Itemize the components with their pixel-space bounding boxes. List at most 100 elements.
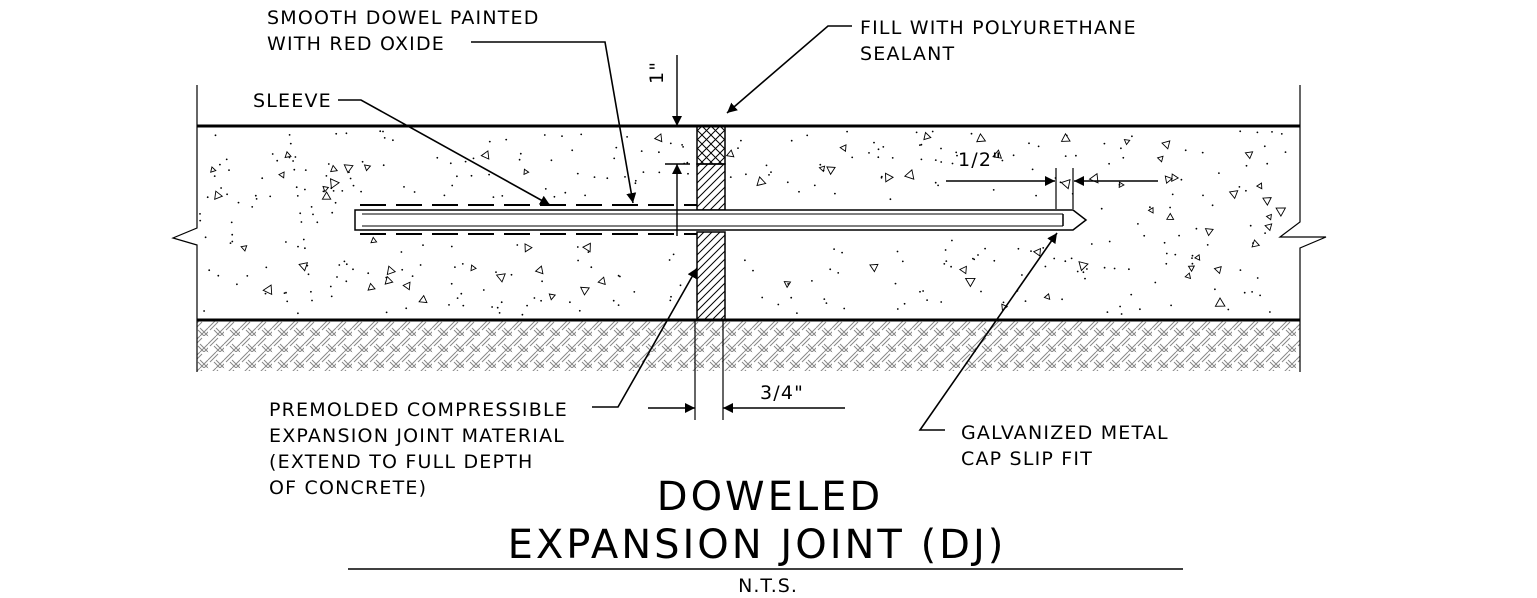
aggregate-dot — [903, 302, 906, 305]
aggregate-dot — [1256, 277, 1259, 279]
aggregate-stone — [495, 273, 506, 283]
aggregate-dot — [777, 303, 780, 306]
premolded-label-line4: OF CONCRETE) — [269, 477, 427, 499]
aggregate-dot — [220, 187, 223, 189]
aggregate-dot — [1259, 294, 1261, 297]
aggregate-dot — [338, 264, 341, 266]
aggregate-dot — [940, 161, 943, 163]
aggregate-dot — [634, 179, 637, 182]
aggregate-dot — [642, 171, 645, 174]
aggregate-dot — [322, 190, 325, 193]
aggregate-dot — [422, 244, 424, 247]
aggregate-dot — [980, 290, 982, 293]
aggregate-dot — [297, 312, 299, 315]
aggregate-dot — [544, 188, 547, 190]
aggregate-dot — [229, 242, 232, 245]
aggregate-dot — [265, 266, 268, 269]
aggregate-dot — [1119, 305, 1121, 308]
aggregate-dot — [1171, 193, 1174, 196]
aggregate-dot — [199, 219, 202, 222]
aggregate-stone — [534, 265, 544, 275]
aggregate-dot — [443, 194, 446, 197]
aggregate-stone — [869, 263, 879, 273]
aggregate-stone — [581, 242, 591, 253]
aggregate-stone — [370, 236, 378, 244]
aggregate-dot — [798, 190, 800, 193]
aggregate-dot — [294, 156, 297, 158]
aggregate-dot — [593, 176, 596, 179]
aggregate-stone — [367, 282, 376, 291]
aggregate-dot — [669, 299, 672, 302]
aggregate-dot — [682, 146, 684, 148]
aggregate-dot — [951, 239, 953, 242]
aggregate-dot — [617, 274, 620, 277]
aggregate-dot — [1090, 243, 1093, 245]
aggregate-dot — [341, 190, 344, 192]
aggregate-stone — [579, 286, 591, 296]
aggregate-dot — [578, 309, 581, 312]
aggregate-dot — [304, 188, 306, 191]
aggregate-dot — [624, 176, 626, 178]
aggregate-stone — [1060, 179, 1071, 190]
aggregate-dot — [213, 175, 216, 178]
aggregate-dot — [687, 172, 689, 175]
aggregate-dot — [1031, 168, 1034, 171]
aggregate-dot — [813, 184, 816, 187]
aggregate-dot — [1269, 311, 1271, 313]
aggregate-dot — [316, 221, 319, 224]
aggregate-dot — [829, 268, 832, 271]
aggregate-stone — [298, 262, 309, 272]
aggregate-dot — [510, 273, 513, 276]
aggregate-dot — [392, 139, 394, 142]
aggregate-stone — [1275, 207, 1287, 217]
aggregate-dot — [934, 181, 937, 184]
aggregate-dot — [896, 250, 899, 253]
aggregate-dot — [919, 144, 921, 147]
aggregate-dot — [1245, 189, 1247, 192]
aggregate-dot — [1243, 291, 1246, 294]
aggregate-dot — [254, 194, 257, 197]
aggregate-dot — [289, 142, 292, 145]
aggregate-dot — [796, 312, 798, 314]
aggregate-dot — [926, 299, 928, 301]
aggregate-dot — [199, 213, 201, 215]
aggregate-dot — [837, 272, 840, 274]
aggregate-dot — [1086, 268, 1088, 270]
aggregate-dot — [640, 150, 643, 153]
dowel-leader — [471, 41, 637, 204]
aggregate-dot — [288, 134, 291, 136]
aggregate-dot — [541, 280, 543, 283]
aggregate-dot — [436, 156, 439, 159]
aggregate-dot — [1143, 234, 1146, 237]
aggregate-dot — [633, 291, 636, 293]
aggregate-dot — [768, 174, 770, 176]
aggregate-dot — [790, 139, 793, 142]
aggregate-dot — [679, 284, 682, 287]
aggregate-dot — [496, 306, 499, 309]
aggregate-dot — [819, 163, 822, 166]
aggregate-dot — [606, 177, 609, 180]
title-line2: EXPANSION JOINT (DJ) — [508, 522, 1007, 568]
aggregate-dot — [330, 295, 333, 298]
aggregate-stone — [523, 168, 530, 176]
aggregate-dot — [729, 176, 732, 179]
aggregate-stone — [903, 169, 915, 180]
aggregate-dot — [634, 182, 637, 185]
aggregate-dot — [488, 173, 490, 176]
aggregate-dot — [518, 158, 521, 161]
aggregate-dot — [1120, 313, 1123, 315]
aggregate-dot — [1202, 194, 1204, 197]
aggregate-dot — [873, 141, 875, 144]
aggregate-dot — [931, 130, 934, 133]
aggregate-dot — [501, 195, 504, 197]
aggregate-dot — [230, 221, 233, 224]
aggregate-dot — [349, 177, 352, 180]
aggregate-dot — [1218, 172, 1220, 175]
aggregate-dot — [889, 198, 892, 201]
aggregate-stone — [826, 166, 836, 176]
aggregate-dot — [951, 162, 954, 165]
aggregate-dot — [533, 297, 536, 299]
aggregate-dot — [519, 152, 522, 155]
aggregate-dot — [491, 306, 493, 308]
aggregate-dot — [1001, 159, 1004, 162]
